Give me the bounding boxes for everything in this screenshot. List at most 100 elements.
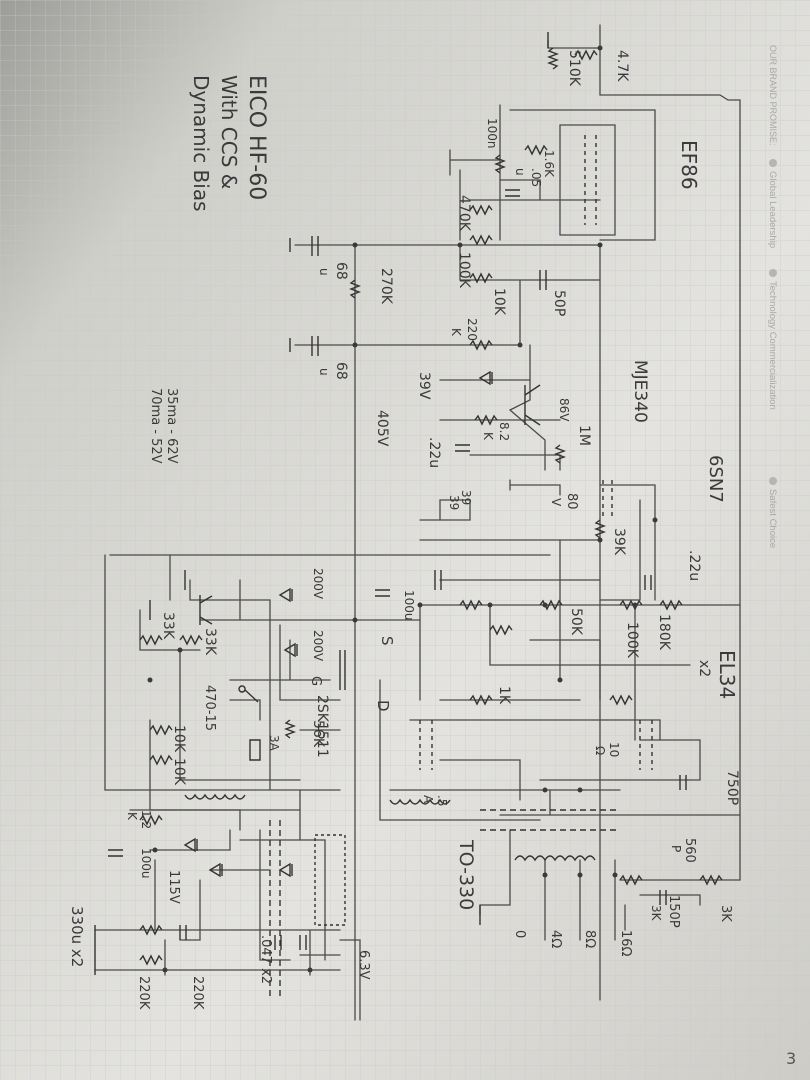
label-tap-8: 8Ω: [582, 930, 597, 948]
resistor-10k-a: [469, 272, 493, 284]
power-transformer-core: [269, 820, 281, 1000]
power-switch: [238, 685, 259, 703]
resistor-grid-b: [489, 624, 513, 636]
capacitor-50p: [539, 270, 547, 290]
label-c-68-b: 68: [333, 362, 349, 380]
page-number: 3: [786, 1049, 796, 1068]
resistor-56k: [284, 719, 296, 739]
heater-supply-box: [314, 834, 346, 926]
label-c-05: .05: [529, 168, 543, 187]
brand-promise-strip: OUR BRAND PROMISE: Global Leadership Tec…: [767, 45, 778, 548]
resistor-1k2: [139, 814, 163, 826]
label-c-560p-unit: P: [669, 845, 683, 852]
label-r-8k2: 8.2: [497, 422, 511, 441]
transformer-primary: [389, 798, 451, 805]
resistor-4k7: [574, 49, 598, 61]
junction-dots: [147, 45, 658, 973]
tube-el34-qty: x2: [696, 660, 712, 677]
tube-6sn7-label: 6SN7: [705, 455, 726, 503]
mosfet-2sk1511: [339, 650, 346, 690]
label-c-22u-b: .22u: [686, 550, 702, 581]
label-r-220: 220: [465, 318, 479, 341]
brand-item-2: Technology Commercialization: [767, 281, 778, 410]
label-c-68-b-unit: u: [317, 368, 331, 376]
label-pin-g: G: [308, 676, 323, 686]
label-c-470: 470-15: [202, 685, 217, 731]
resistor-270k: [349, 279, 361, 299]
resistor-1k6: [524, 144, 548, 156]
label-tap-0: 0: [512, 930, 527, 938]
capacitor-68u-b: [311, 336, 319, 356]
label-c-047: .047 x2: [258, 935, 273, 984]
label-c-150p: 150P: [666, 895, 681, 928]
brand-item-3: Safest Choice: [767, 489, 778, 548]
label-r-3k-b: 3K: [718, 905, 733, 922]
transistor-mje340: [524, 384, 541, 426]
bias-note-line-2: 70ma - 52V: [148, 388, 163, 464]
label-r-10k-c: 10K: [171, 758, 187, 786]
resistor-8k2: [474, 414, 498, 426]
resistor-470k: [469, 204, 493, 216]
resistor-3k-a: [619, 874, 643, 886]
label-r-1k2: 1.2: [139, 810, 153, 829]
diode-psu-b: [208, 862, 223, 878]
label-pin-d: D: [374, 700, 392, 712]
capacitor-100u-b: [108, 849, 123, 857]
label-r-10-unit: Ω: [593, 746, 607, 755]
label-r-33k-b: 33K: [160, 612, 176, 640]
label-r-39-a: 39: [459, 490, 473, 505]
potentiometer-50k: [539, 599, 563, 611]
diode-200v-b: [283, 642, 298, 658]
label-v-200b: 200V: [311, 630, 325, 662]
capacitor-68u-a: [311, 236, 319, 256]
label-c-05-unit: u: [513, 168, 527, 176]
resistor-3k-b: [699, 874, 723, 886]
component-symbols: [94, 32, 723, 1000]
capacitor-22u-b: [644, 575, 652, 590]
label-c-100n: 100n: [485, 118, 499, 149]
label-r-3k-a: 3K: [649, 905, 663, 922]
label-r-50k: 50K: [568, 608, 584, 636]
diode-psu-a: [183, 837, 198, 853]
label-r-5: .5: [435, 795, 449, 806]
tube-ef86-label: EF86: [677, 140, 701, 190]
resistor-1k: [469, 694, 493, 706]
label-r-33k-a: 33K: [202, 628, 218, 656]
transformer-core: [480, 809, 620, 831]
diode-psu-c: [278, 862, 293, 878]
capacitor-560p: [659, 890, 667, 905]
title-line-2: With CCS &: [217, 75, 241, 189]
mosfet-label: 2SK1511: [314, 695, 330, 758]
tube-el34-b: [419, 720, 433, 770]
label-v-80: 80: [564, 493, 579, 510]
label-c-100u-b: 100u: [139, 848, 153, 879]
transformer-secondary: [514, 855, 596, 862]
brand-prefix: OUR BRAND PROMISE:: [768, 45, 778, 146]
capacitor-750p: [679, 775, 687, 790]
label-v-80-unit: V: [549, 498, 563, 507]
label-r-4k7: 4.7K: [614, 50, 630, 82]
label-pin-s: S: [378, 636, 396, 646]
resistor-1m: [554, 444, 566, 464]
label-r-270k: 270K: [378, 268, 394, 305]
bias-note-line-1: 35ma - 62V: [164, 388, 179, 464]
label-c-50p: 50P: [551, 290, 567, 316]
label-r-39k: 39K: [611, 528, 627, 556]
resistor-10k-b: [149, 724, 173, 736]
label-r-100k-a: 100K: [456, 252, 472, 289]
label-zener-39v: 39V: [416, 372, 432, 400]
resistor-10-ohm: [609, 694, 633, 706]
resistor-33k-a: [179, 634, 203, 646]
label-r-5-unit: A: [421, 795, 435, 804]
tube-6sn7: [602, 480, 613, 520]
label-c-560p: 560: [682, 838, 697, 863]
label-c-330: 330u x2: [68, 906, 86, 967]
label-tap-4: 4Ω: [548, 930, 563, 948]
label-tap-16: 16Ω: [618, 930, 633, 957]
tube-el34-label: EL34: [715, 650, 739, 699]
label-r-8k2-unit: K: [481, 432, 495, 441]
label-r-100k-b: 100K: [624, 622, 640, 659]
label-r-10: 10: [607, 742, 621, 757]
schematic-wires: [94, 24, 741, 1021]
label-fuse-3a: 3A: [267, 735, 281, 752]
